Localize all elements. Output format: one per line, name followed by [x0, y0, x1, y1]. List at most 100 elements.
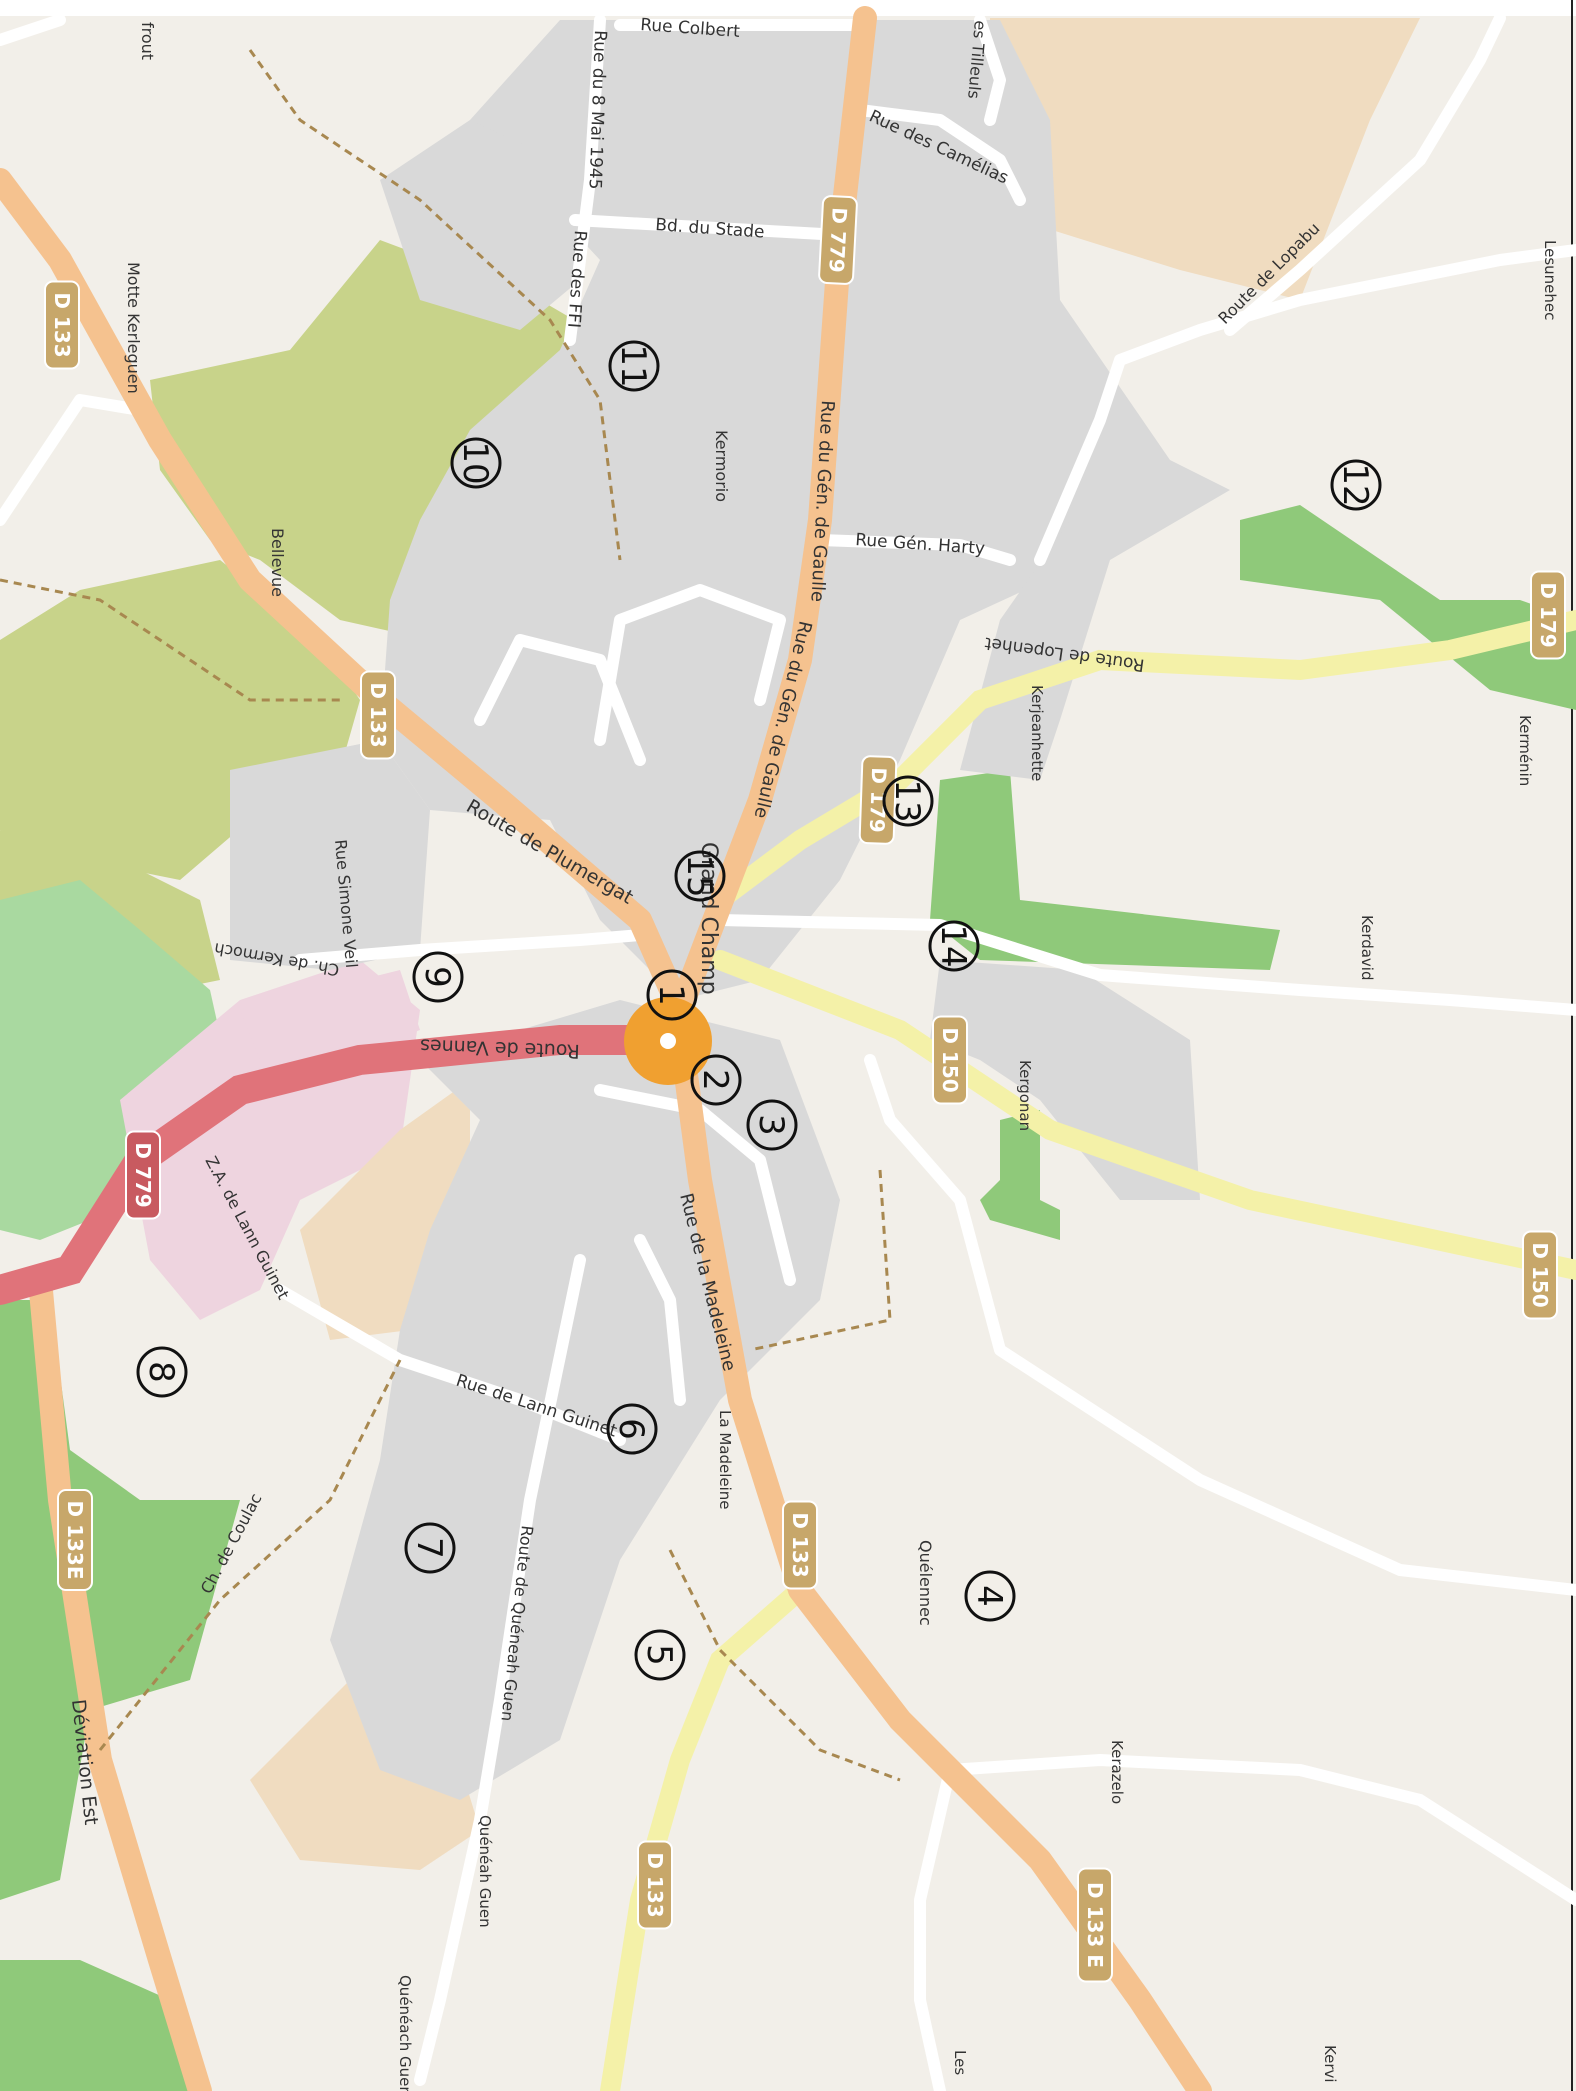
- map-marker-5[interactable]: 5: [634, 1629, 686, 1681]
- road-shield-box: [1530, 570, 1566, 660]
- map-marker-15[interactable]: 15: [674, 850, 726, 902]
- place-label-queneah-guen: Quénéah Guen: [476, 1815, 494, 1928]
- road-shield-d133e-left: D 133E: [57, 1489, 93, 1591]
- place-label-kergonan: Kergonan: [1016, 1060, 1034, 1131]
- road-shield-d133-left: D 133: [44, 280, 80, 370]
- road-shield-label: D 133: [643, 1852, 667, 1917]
- map-marker-ring: [136, 1346, 188, 1398]
- map-marker-ring: [746, 1099, 798, 1151]
- map-marker-label: 14: [933, 924, 973, 967]
- map-marker-10[interactable]: 10: [450, 437, 502, 489]
- map-marker-14[interactable]: 14: [928, 920, 980, 972]
- forest-area-center-east: [930, 770, 1280, 970]
- map-marker-ring: [608, 340, 660, 392]
- street-plumergat-side: [294, 929, 646, 966]
- path-north: [248, 49, 622, 561]
- street-lann-guinet: [274, 1284, 626, 1446]
- builtup-west: [230, 740, 430, 970]
- place-label-kermenin: Kerménin: [1516, 715, 1534, 786]
- street-tilleuls: [974, 14, 1006, 126]
- road-d133-south: [600, 1580, 810, 2091]
- street-quelennec: [864, 1054, 1576, 1596]
- builtup-north: [380, 20, 1100, 1000]
- map-marker-8[interactable]: 8: [136, 1346, 188, 1398]
- forest-area-bottom-left: [0, 1960, 190, 2091]
- street-rue-8-mai: [564, 14, 606, 346]
- road-shield-box: [932, 1015, 968, 1105]
- top-white-strip: [0, 0, 1576, 16]
- map-marker-4[interactable]: 4: [964, 1570, 1016, 1622]
- map-marker-ring: [882, 775, 934, 827]
- map-marker-ring: [450, 437, 502, 489]
- road-shield-d179-right: D 179: [1530, 570, 1566, 660]
- place-label-motte-kerleguen: Motte Kerleguen: [124, 262, 143, 394]
- road-shield-box: [818, 195, 858, 285]
- map-marker-6[interactable]: 6: [606, 1403, 658, 1455]
- place-label-la-madeleine: La Madeleine: [716, 1410, 734, 1510]
- road-shield-box: [858, 755, 898, 845]
- place-label-frout: frout: [138, 22, 157, 60]
- map-marker-ring: [606, 1403, 658, 1455]
- place-label-kervi: Kervi: [1321, 2045, 1339, 2083]
- road-shield-label: D 179: [1536, 582, 1560, 647]
- street-mid-loop: [474, 634, 646, 766]
- road-shield-box: [360, 670, 396, 760]
- map-marker-label: 11: [613, 344, 653, 387]
- map-marker-7[interactable]: 7: [404, 1522, 456, 1574]
- street-quenea-guen: [414, 1254, 586, 2086]
- street-south-loop: [594, 1084, 796, 1286]
- place-label-kermorio: Kermorio: [712, 430, 731, 502]
- road-shield-label: D 133E: [63, 1501, 87, 1580]
- map-marker-label: 2: [695, 1069, 735, 1091]
- road-shield-box: [637, 1840, 673, 1930]
- street-gen-harty: [814, 534, 1016, 566]
- map-marker-label: 3: [751, 1114, 791, 1136]
- road-shield-label: D 133: [50, 292, 74, 357]
- road-shield-box: [57, 1489, 93, 1591]
- road-shield-d779-top: D 779: [818, 195, 858, 285]
- road-shield-box: [1522, 1230, 1558, 1320]
- place-label-kerazelo: Kerazelo: [1108, 1740, 1126, 1804]
- road-shield-d133-south: D 133: [782, 1500, 818, 1590]
- road-route-de-lopenhet: [710, 610, 1576, 910]
- place-label-quelennec: Quélennec: [916, 1540, 935, 1626]
- road-shield-label: D 150: [938, 1027, 962, 1092]
- road-d133-madeleine: [668, 1018, 1212, 2091]
- map-marker-ring: [964, 1570, 1016, 1622]
- map-marker-label: 9: [417, 966, 457, 988]
- map-marker-12[interactable]: 12: [1330, 459, 1382, 511]
- map-marker-ring: [690, 1054, 742, 1106]
- road-shield-label: D 179: [865, 767, 891, 833]
- street-far-west-1: [0, 394, 146, 526]
- map-marker-2[interactable]: 2: [690, 1054, 742, 1106]
- street-north-east: [1224, 12, 1506, 336]
- road-shield-label: D 779: [824, 207, 851, 273]
- place-label-grand-champ: Grand Champ: [696, 842, 721, 995]
- builtup-ne: [960, 300, 1230, 780]
- map-marker-label: 13: [887, 779, 927, 822]
- road-shield-d779-left: D 779: [125, 1130, 161, 1220]
- map-marker-13[interactable]: 13: [882, 775, 934, 827]
- street-far-west-2: [0, 14, 66, 46]
- map-marker-ring: [634, 1629, 686, 1681]
- builtup-nw: [380, 120, 600, 330]
- map-marker-3[interactable]: 3: [746, 1099, 798, 1151]
- farmland-area-ne: [990, 18, 1420, 300]
- town-center-marker[interactable]: [624, 997, 712, 1085]
- map-marker-1[interactable]: 1: [646, 969, 698, 1021]
- map-marker-label: 4: [969, 1585, 1009, 1607]
- road-shield-label: D 133: [366, 682, 390, 747]
- map-marker-ring: [412, 951, 464, 1003]
- map-marker-11[interactable]: 11: [608, 340, 660, 392]
- map-marker-label: 15: [679, 854, 719, 897]
- road-shield-d133-mid: D 133: [360, 670, 396, 760]
- map-marker-ring: [1330, 459, 1382, 511]
- map-marker-9[interactable]: 9: [412, 951, 464, 1003]
- map-marker-label: 1: [651, 984, 691, 1006]
- map-marker-ring: [646, 969, 698, 1021]
- road-shield-d133e-right: D 133 E: [1077, 1867, 1113, 1983]
- forest-area-kergonan: [980, 1110, 1060, 1240]
- road-shield-d133-bottom: D 133: [637, 1840, 673, 1930]
- road-route-de-vannes: [0, 1025, 675, 1305]
